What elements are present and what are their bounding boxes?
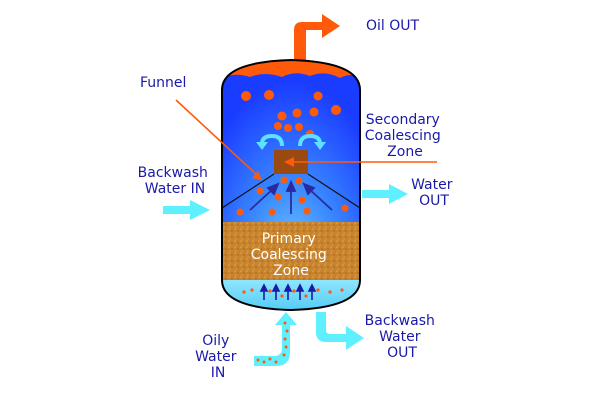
funnel-line-right bbox=[307, 173, 360, 209]
recirc-arrowhead-left bbox=[256, 142, 268, 150]
label-backwash-in: Backwash Water IN bbox=[138, 165, 213, 197]
recirc-arrowhead-right bbox=[314, 142, 326, 150]
label-oily-water-in: Oily Water IN bbox=[195, 333, 241, 381]
flow-arrows-up bbox=[249, 179, 333, 214]
vessel-interior bbox=[222, 60, 360, 310]
inlet-distribution-arrows bbox=[259, 283, 317, 300]
inlet-droplets bbox=[242, 288, 344, 298]
label-water-out: Water OUT bbox=[411, 177, 457, 209]
primary-coalescing-media bbox=[222, 222, 360, 280]
label-funnel: Funnel bbox=[140, 75, 186, 91]
water-out-arrow bbox=[362, 184, 408, 204]
label-oil-out: Oil OUT bbox=[366, 18, 420, 34]
label-backwash-out: Backwash Water OUT bbox=[365, 313, 440, 361]
oily-water-in-arrow bbox=[254, 312, 297, 366]
vessel-outline bbox=[221, 58, 361, 312]
funnel-line-left bbox=[222, 173, 275, 209]
backwash-out-arrow bbox=[316, 312, 364, 350]
label-secondary-zone: Secondary Coalescing Zone bbox=[365, 112, 446, 160]
secondary-zone-pointer-arrowhead bbox=[284, 157, 294, 167]
recirculation-arrows bbox=[260, 133, 322, 147]
oily-water-droplets bbox=[256, 321, 289, 364]
backwash-in-arrow bbox=[163, 200, 210, 220]
funnel-pointer-arrowhead bbox=[252, 171, 262, 180]
oil-out-arrow bbox=[294, 14, 340, 60]
label-primary-zone: Primary Coalescing Zone bbox=[251, 231, 332, 279]
funnel-pointer-line bbox=[175, 99, 259, 177]
